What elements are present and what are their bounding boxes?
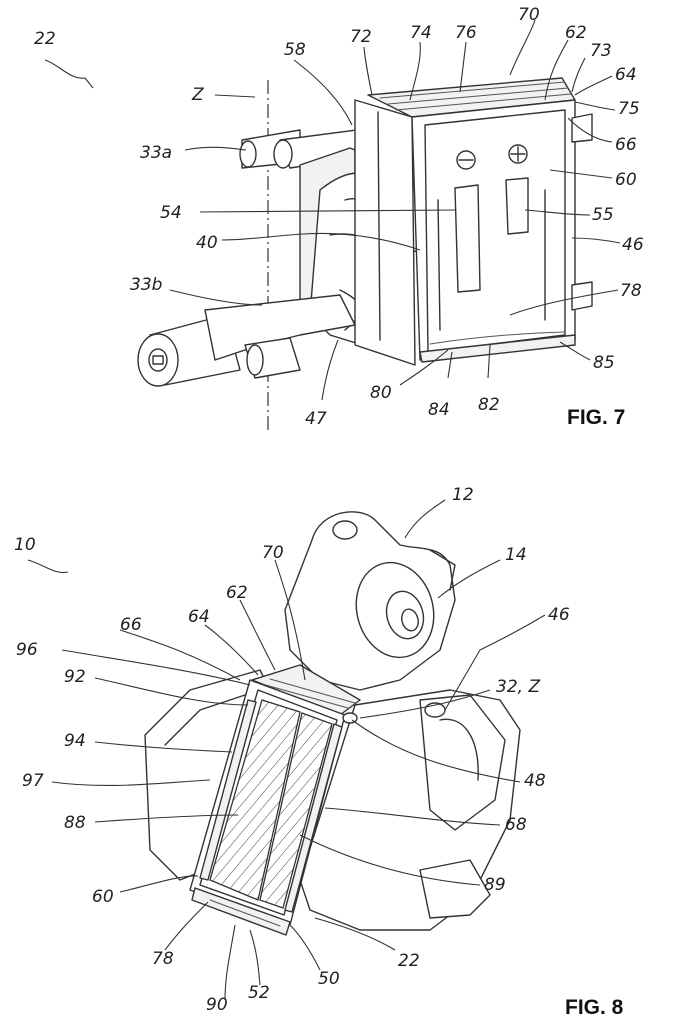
label-z: Z	[191, 85, 204, 105]
label-50: 50	[318, 969, 340, 989]
label-60: 60	[92, 887, 114, 907]
label-89: 89	[484, 875, 506, 895]
figure-8-caption: FIG. 8	[565, 996, 624, 1019]
label-12: 12	[452, 485, 474, 505]
label-52: 52	[248, 983, 270, 1003]
label-40: 40	[196, 233, 218, 253]
label-72: 72	[350, 27, 372, 47]
label-48: 48	[524, 771, 546, 791]
housing-46	[354, 77, 593, 366]
label-75: 75	[618, 99, 640, 119]
label-80: 80	[370, 383, 392, 403]
label-33a: 33a	[140, 143, 172, 163]
label-66: 66	[120, 615, 142, 635]
brake-pad-assembly-46	[189, 664, 361, 936]
caliper-12	[284, 511, 456, 691]
label-64: 64	[188, 607, 210, 627]
label-66: 66	[615, 135, 637, 155]
label-88: 88	[64, 813, 86, 833]
label-73: 73	[590, 41, 612, 61]
label-85: 85	[593, 353, 615, 373]
label-90: 90	[206, 995, 228, 1015]
fig7-labels: 22 Z 33a 54 40 33b 47 58 72 74 76 70 62 …	[34, 5, 644, 429]
label-78: 78	[152, 949, 174, 969]
figure-7-caption: FIG. 7	[567, 406, 625, 429]
label-62: 62	[565, 23, 587, 43]
label-47: 47	[305, 409, 327, 429]
label-68: 68	[505, 815, 527, 835]
label-70: 70	[518, 5, 540, 25]
label-70: 70	[262, 543, 284, 563]
label-32z: 32, Z	[496, 677, 540, 697]
label-64: 64	[615, 65, 637, 85]
figure-8: 10 12 70 14 62 64 66 46 96 92 32, Z 94 9…	[14, 485, 624, 1019]
label-10: 10	[14, 535, 36, 555]
label-58: 58	[284, 40, 306, 60]
label-82: 82	[478, 395, 500, 415]
label-54: 54	[160, 203, 182, 223]
label-14: 14	[505, 545, 527, 565]
label-46: 46	[622, 235, 644, 255]
label-22: 22	[398, 951, 420, 971]
label-74: 74	[410, 23, 432, 43]
label-46: 46	[548, 605, 570, 625]
fig7-leaders	[44, 19, 621, 401]
label-62: 62	[226, 583, 248, 603]
label-60: 60	[615, 170, 637, 190]
figure-7: 22 Z 33a 54 40 33b 47 58 72 74 76 70 62 …	[34, 5, 644, 430]
label-78: 78	[620, 281, 642, 301]
label-97: 97	[22, 771, 44, 791]
fig8-labels: 10 12 70 14 62 64 66 46 96 92 32, Z 94 9…	[14, 485, 624, 1019]
label-94: 94	[64, 731, 86, 751]
label-96: 96	[16, 640, 38, 660]
label-33b: 33b	[130, 275, 162, 295]
label-92: 92	[64, 667, 86, 687]
label-55: 55	[592, 205, 614, 225]
lower-pin	[137, 294, 356, 387]
label-76: 76	[455, 23, 477, 43]
label-84: 84	[428, 400, 450, 420]
label-22: 22	[34, 29, 56, 49]
fig8-leaders	[27, 499, 546, 1001]
